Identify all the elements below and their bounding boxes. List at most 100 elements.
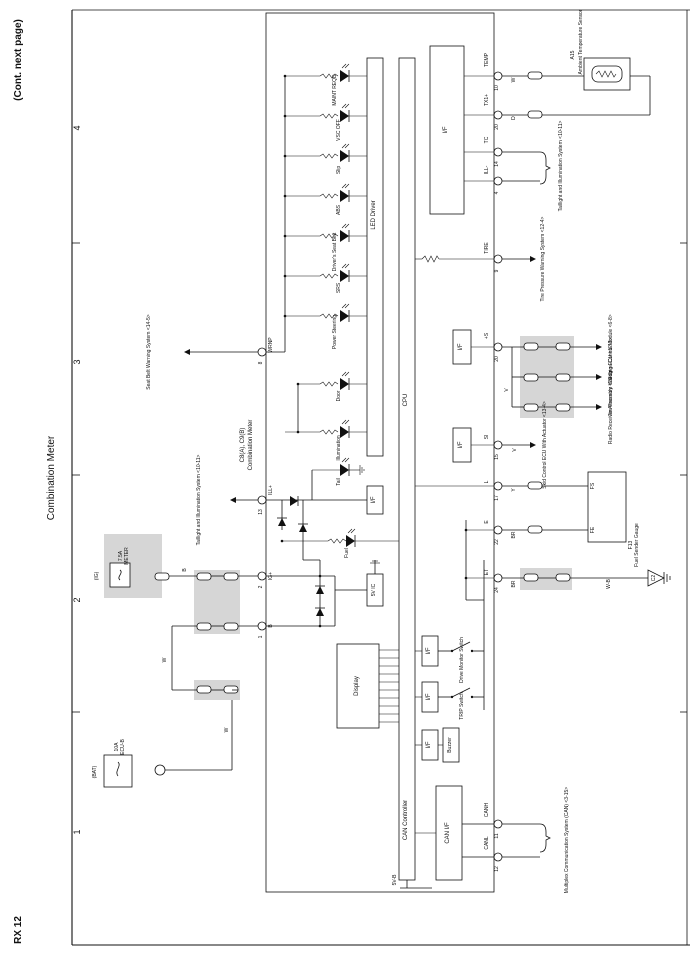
header-continue-label: (Cont. next page) xyxy=(13,19,24,101)
meter-fuse-name: METER xyxy=(124,547,130,565)
left-pin-b: B 1 xyxy=(257,621,274,638)
pin-number-temp: 10 xyxy=(494,85,500,91)
interface-label-skid: I/F xyxy=(458,441,464,448)
buzzer-label: Buzzer xyxy=(447,737,453,753)
pin-number-tx1: 20 xyxy=(494,124,500,130)
display-bus-lines xyxy=(379,649,399,723)
pin-number-tc: 14 xyxy=(494,161,500,167)
pin-number-l: 17 xyxy=(494,495,500,501)
wire-color-y-fuel: Y xyxy=(511,488,517,492)
pin-number-tire: 9 xyxy=(494,269,500,272)
drive-monitor-switch: Drive Monitor Switch xyxy=(438,637,484,683)
display-label: Display xyxy=(354,676,360,696)
interface-block-temp xyxy=(429,45,465,215)
pin-label-l: L xyxy=(484,480,490,483)
can-controller-label: CAN Controller xyxy=(403,800,409,840)
fuel-gauge-pin-fs: FS xyxy=(590,482,596,489)
indicator-fuel: Fuel xyxy=(280,528,399,558)
pin-number-plus-s: 20 xyxy=(494,356,500,362)
pin-label-tc: TC xyxy=(484,136,490,143)
external-tail-ill-left: Taillight and Illumination System <10-11… xyxy=(196,455,258,546)
interface-label-temp: I/F xyxy=(443,126,449,133)
pin-label-tx1: TX1+ xyxy=(484,94,490,106)
tire-pressure-label: Tire Pressure Warning System <12-4> xyxy=(540,216,546,301)
can-interface-label: CAN I/F xyxy=(445,822,451,844)
cpu-label: CPU xyxy=(403,394,409,407)
wire-color-w-left: W xyxy=(162,657,168,662)
can-bus-label: Multiplex Communication System (CAN) <3-… xyxy=(564,787,570,894)
pin-label-temp: TEMP xyxy=(484,52,490,67)
vb-supply: 5V-B xyxy=(392,874,432,889)
column-label-3: 3 xyxy=(72,359,82,364)
skid-control-label: Skid Control ECU With Actuator <13-4> xyxy=(542,401,548,489)
external-seat-belt: Seat Belt Warning System <14-5> xyxy=(146,314,258,390)
right-pin-e: E 22 xyxy=(466,520,503,545)
wire-color-v-engine: V xyxy=(504,388,510,392)
combination-meter-outline xyxy=(265,12,495,893)
page-number: RX 12 xyxy=(13,916,24,944)
pin-number-canh: 11 xyxy=(494,833,500,838)
column-label-2: 2 xyxy=(72,597,82,602)
tail-ill-right-label: Taillight and Illumination System <10-11… xyxy=(558,121,564,212)
column-label-4: 4 xyxy=(72,125,82,130)
illumination-diodes xyxy=(277,496,308,560)
voltage-regulator-label: 5V IC xyxy=(371,583,377,596)
ambient-temp-sensor: A15 Ambient Temperature Sensor W D xyxy=(502,9,651,120)
indicator-label-door: Door xyxy=(336,390,342,401)
pin-label-et: ET xyxy=(484,569,490,575)
indicator-label-illumination: Illumination xyxy=(336,435,342,461)
wire-color-w-left-b: W xyxy=(224,727,230,732)
indicator-door: Door xyxy=(296,371,367,401)
ground-et: C2 W-B BR xyxy=(502,569,671,589)
indicator-slip: Slip xyxy=(283,143,367,175)
tail-ill-left-label: Taillight and Illumination System <10-11… xyxy=(196,455,202,546)
pin-number-b: 1 xyxy=(258,635,264,638)
indicator-illumination: Illumination xyxy=(285,419,367,461)
fuel-gauge-code: F13 xyxy=(628,540,634,549)
led-driver-block xyxy=(366,57,384,457)
indicator-label-slip: Slip xyxy=(336,166,342,175)
pin-number-e: 22 xyxy=(494,539,500,545)
right-pin-canl: CANL 12 xyxy=(484,836,503,872)
ecu-b-fuse-name: ECU-B xyxy=(120,739,126,755)
ambient-temp-sensor-name: Ambient Temperature Sensor xyxy=(578,9,584,74)
pin-number-ig-plus: 2 xyxy=(258,585,264,588)
column-label-1: 1 xyxy=(72,829,82,834)
interface-label-illumination: I/F xyxy=(371,496,377,503)
trip-switch: TRIP Switch xyxy=(438,687,484,720)
left-pin-ig-plus: IG+ 2 xyxy=(257,571,274,588)
right-pin-temp: TEMP 10 xyxy=(464,52,503,91)
ecu-b-fuse-circuit: (BAT) xyxy=(92,765,98,778)
indicator-tail: Tail xyxy=(312,457,365,486)
interface-label-drive-monitor: I/F xyxy=(426,647,432,654)
right-pin-ill-minus: ILL- 4 xyxy=(464,165,503,194)
wire-color-wb-ground: W-B xyxy=(606,579,612,589)
meter-connector-code: C8(A), C9(B) xyxy=(240,428,246,463)
tpms-ecu-label: Tire Pressure Warning ECU <12-3> xyxy=(608,338,614,417)
external-skid-control: Skid Control ECU With Actuator <13-4> V xyxy=(502,401,548,489)
pin-number-si: 15 xyxy=(494,454,500,460)
indicator-maint-reqd: MAINT REQD xyxy=(283,63,367,106)
pin-label-plus-s: +S xyxy=(484,332,490,339)
right-pin-plus-s: +S 20 xyxy=(471,332,503,362)
wire-color-br-fuel: BR xyxy=(511,531,517,538)
indicator-label-vsc-off: VSC OFF xyxy=(336,119,342,141)
right-pin-tire: TIRE 9 xyxy=(415,242,503,272)
interface-label-buzzer: I/F xyxy=(426,741,432,748)
indicator-label-fuel: Fuel xyxy=(344,548,350,558)
right-pin-canh: CANH 11 xyxy=(484,803,503,839)
indicator-label-maint-reqd: MAINT REQD xyxy=(332,74,338,106)
external-tail-ill-right: Taillight and Illumination System <10-11… xyxy=(502,121,564,212)
external-tire-pressure: Tire Pressure Warning System <12-4> xyxy=(502,216,546,301)
right-pin-l: L 17 xyxy=(415,480,503,501)
fuel-gauge-name: Fuel Sender Gauge xyxy=(634,523,640,567)
wire-color-br-ground: BR xyxy=(511,580,517,587)
meter-name: Combination Meter xyxy=(248,420,254,471)
trip-switch-label: TRIP Switch xyxy=(459,692,465,720)
pin-label-canh: CANH xyxy=(484,803,490,818)
external-can-bus: Multiplex Communication System (CAN) <3-… xyxy=(502,787,570,894)
indicator-label-abs: ABS xyxy=(336,204,342,215)
cpu-block xyxy=(398,57,416,881)
pin-label-ig-plus: IG+ xyxy=(268,572,274,580)
